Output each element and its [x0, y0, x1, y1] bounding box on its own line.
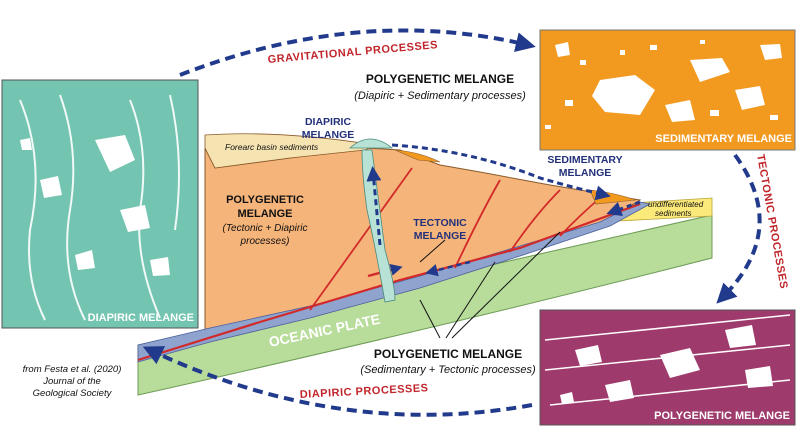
undiff-label-1: undifferentiated [648, 200, 704, 209]
diapiric-panel [1, 79, 199, 329]
pointer-line-3 [451, 231, 561, 339]
diapir-rise-arrow [366, 166, 382, 246]
poly-top-title: POLYGENETIC MELANGE [366, 72, 514, 86]
polygenetic-panel-title: POLYGENETIC MELANGE [654, 410, 790, 422]
sedimentary-panel-title: SEDIMENTARY MELANGE [655, 133, 792, 145]
sedimentary-melange-1: SEDIMENTARY [547, 154, 622, 166]
poly-bottom-title: POLYGENETIC MELANGE [374, 347, 522, 361]
channel-return-arrow [425, 260, 471, 277]
forearc-label: Forearc basin sediments [225, 142, 319, 152]
pointer-line-1 [419, 299, 441, 339]
citation-line-3: Geological Society [33, 388, 113, 399]
splay-thrust-2 [454, 179, 501, 269]
citation-line-1: from Festa et al. (2020) [23, 364, 122, 375]
poly-top-sub: (Diapiric + Sedimentary processes) [354, 90, 526, 102]
pointer-line-2 [445, 261, 496, 339]
diapiric-arrow [142, 346, 533, 417]
poly-left-1: POLYGENETIC [226, 194, 304, 206]
tectonic-melange-1: TECTONIC [413, 217, 467, 229]
sedimentary-panel [539, 29, 796, 151]
citation-line-2: Journal of the [42, 376, 101, 387]
diapiric-label-2: MELANGE [302, 129, 355, 141]
slope-flow-arrow [391, 143, 611, 201]
toe-return-arrow [606, 200, 641, 217]
polygenetic-panel [539, 309, 796, 426]
forearc-basin [204, 133, 377, 169]
splay-thrust-3 [509, 189, 561, 253]
diapiric-label-1: DIAPIRIC [305, 116, 352, 128]
undiff-label-2: sediments [655, 209, 691, 218]
tectonic-melange-2: MELANGE [414, 230, 467, 242]
poly-left-3: (Tectonic + Diapiric [223, 223, 308, 234]
pointer-line-tectonic [419, 239, 446, 263]
poly-bottom-sub: (Sedimentary + Tectonic processes) [360, 364, 536, 376]
tectonic-arrow [716, 153, 762, 304]
diapiric-panel-title: DIAPIRIC MELANGE [88, 312, 194, 324]
splay-thrust-1 [309, 167, 413, 311]
diapiric-label: DIAPIRIC PROCESSES [300, 382, 429, 401]
slope-deposit-upper [394, 149, 441, 163]
gravitational-arrow [179, 28, 536, 77]
poly-left-2: MELANGE [238, 208, 293, 220]
sedimentary-melange-2: MELANGE [559, 167, 612, 179]
cross-section [137, 133, 713, 396]
mud-volcano [348, 138, 394, 149]
diapir-column [361, 149, 396, 303]
poly-left-4: processes) [240, 236, 290, 247]
main-thrust [137, 202, 641, 362]
